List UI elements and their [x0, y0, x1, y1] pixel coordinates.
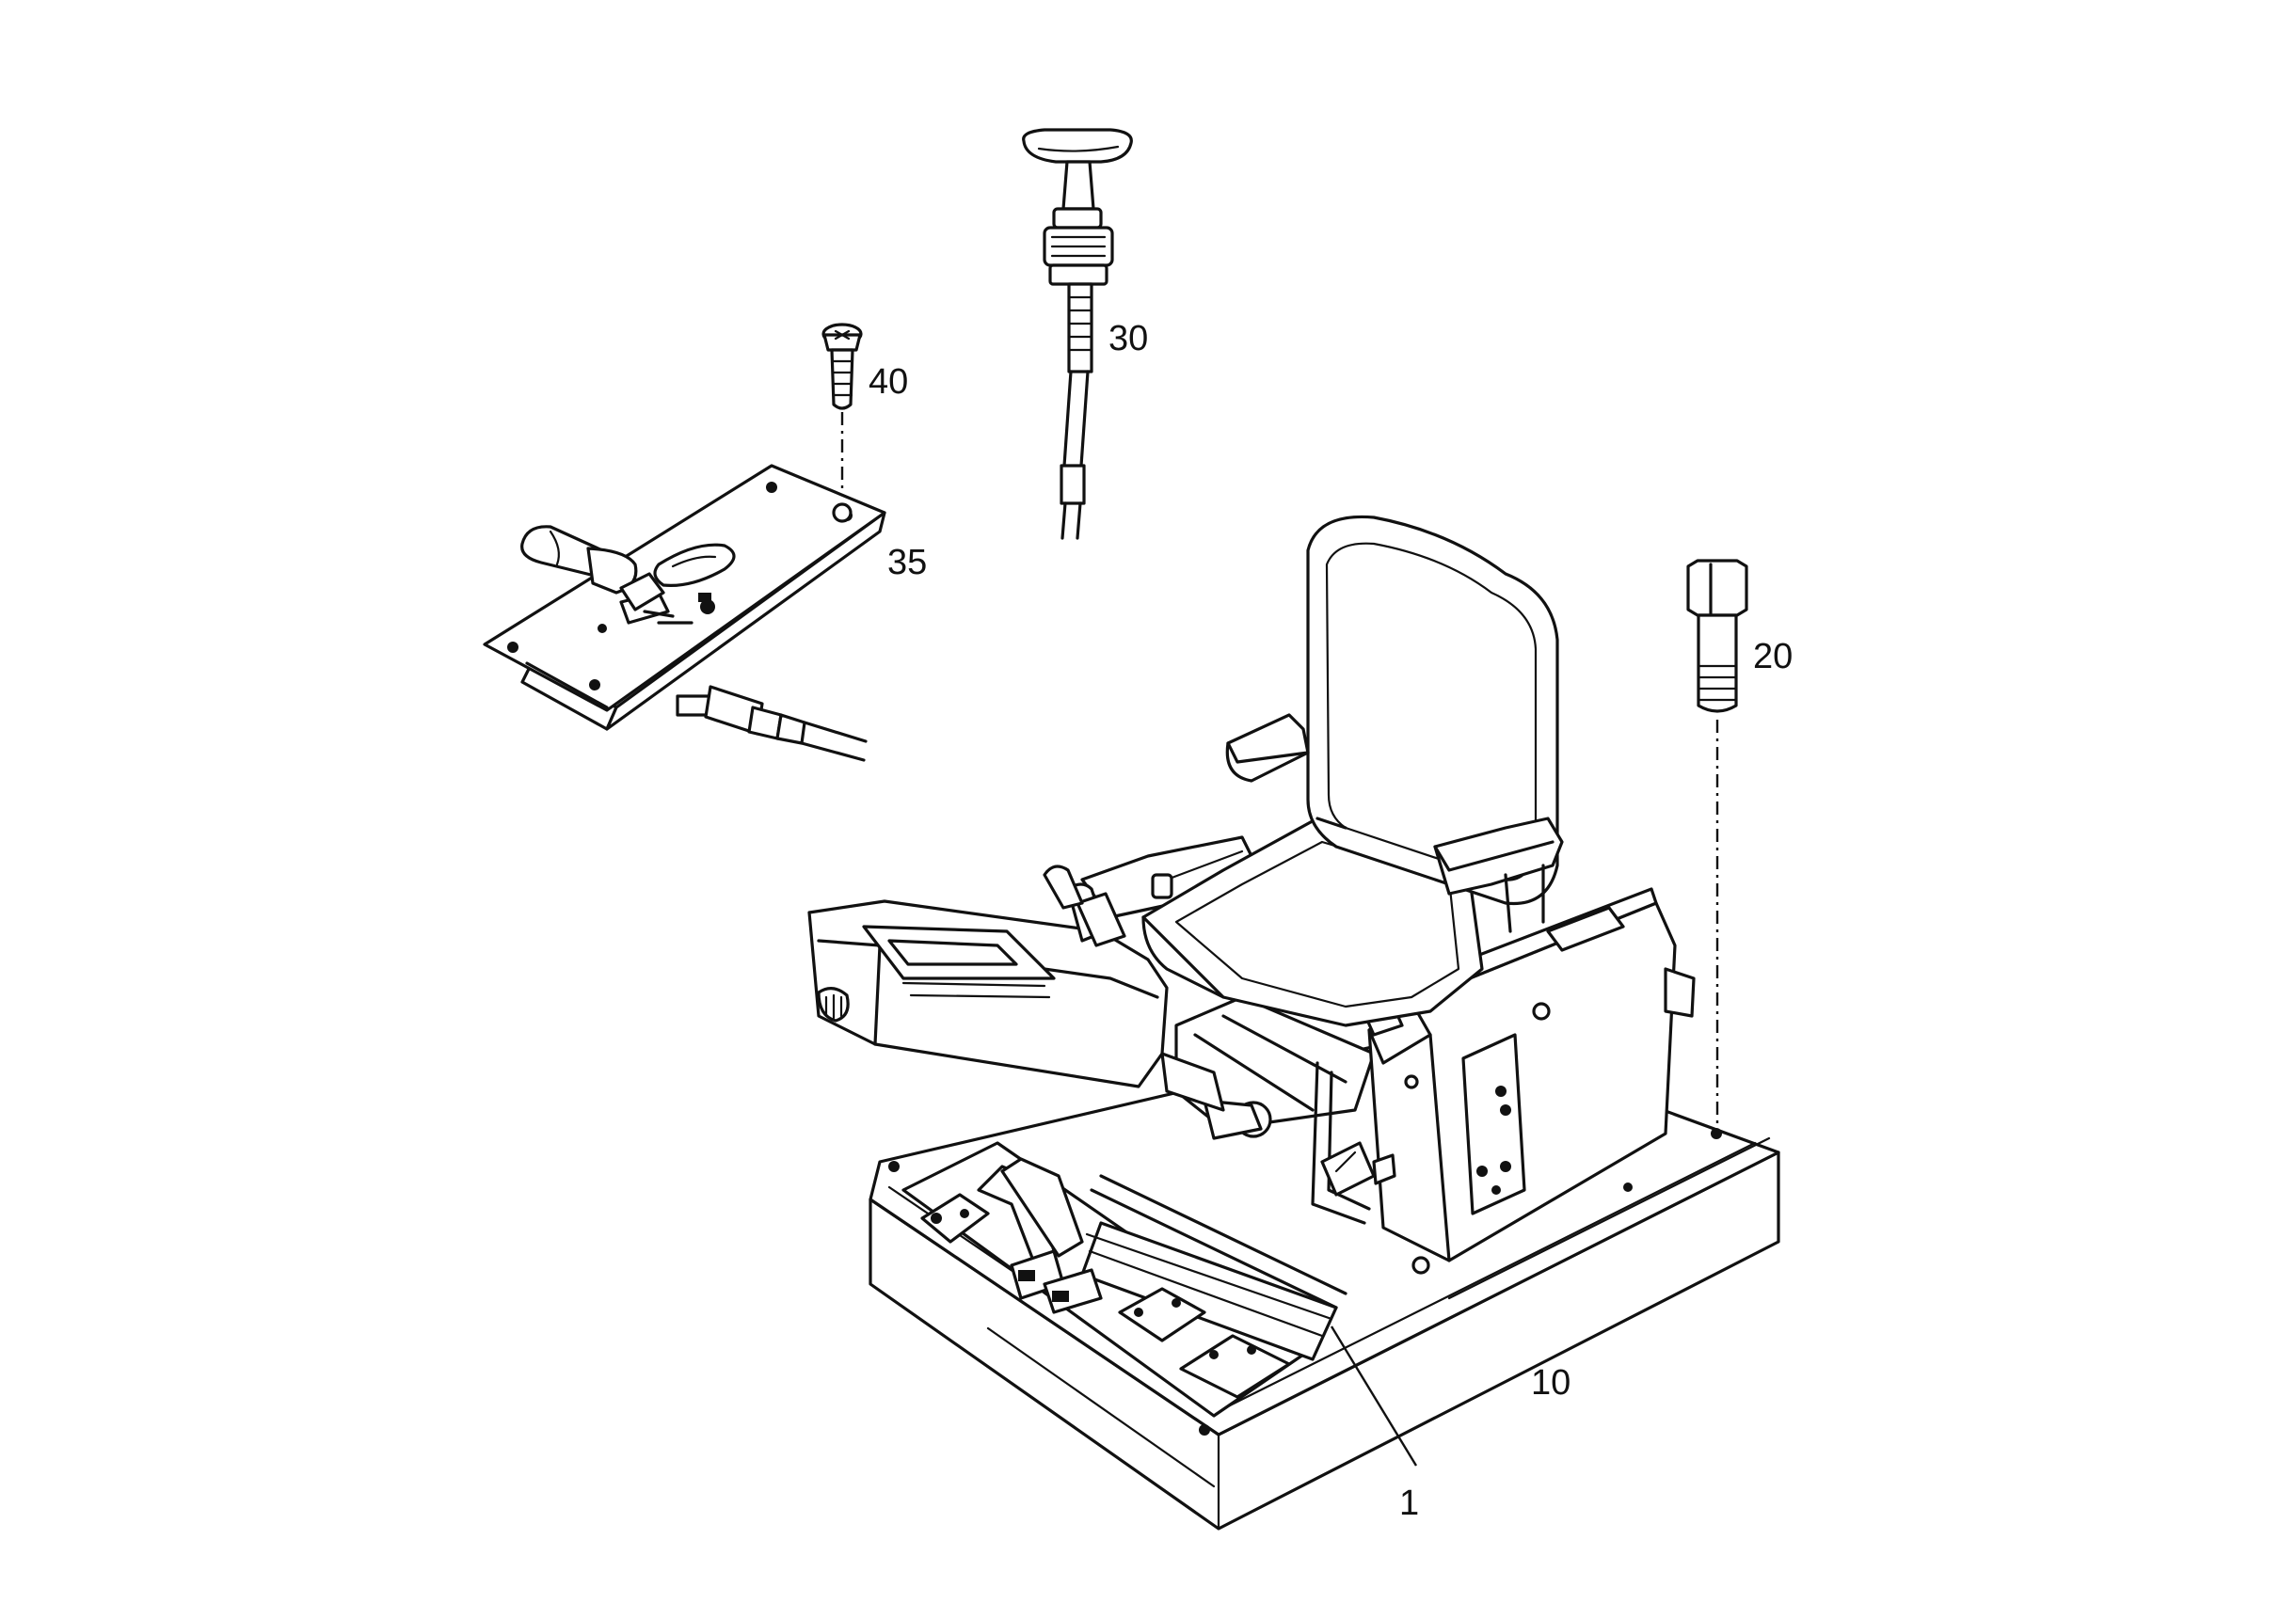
foot-pedals [920, 1157, 1291, 1399]
seat-cushion [1141, 817, 1484, 1027]
callout-part-35: 35 [887, 543, 927, 582]
lever-plate [483, 464, 886, 762]
callout-labels: 1 10 20 30 35 40 [869, 319, 1793, 1523]
callout-part-10: 10 [1531, 1363, 1571, 1403]
left-joystick [1043, 865, 1173, 947]
floor-mat [901, 1141, 1347, 1418]
callout-part-40: 40 [869, 362, 908, 402]
left-armrest-console [807, 835, 1263, 1112]
right-armrest [1433, 817, 1564, 933]
callout-part-20: 20 [1753, 637, 1793, 676]
callout-part-30: 30 [1108, 319, 1148, 358]
screw [821, 323, 863, 508]
bolt [1686, 559, 1748, 1134]
t-handle-cable [1022, 128, 1133, 540]
seat-backrest [1306, 515, 1559, 906]
callout-part-1: 1 [1399, 1484, 1419, 1523]
leader-lines [1330, 1325, 1418, 1467]
left-armrest [1225, 713, 1310, 783]
